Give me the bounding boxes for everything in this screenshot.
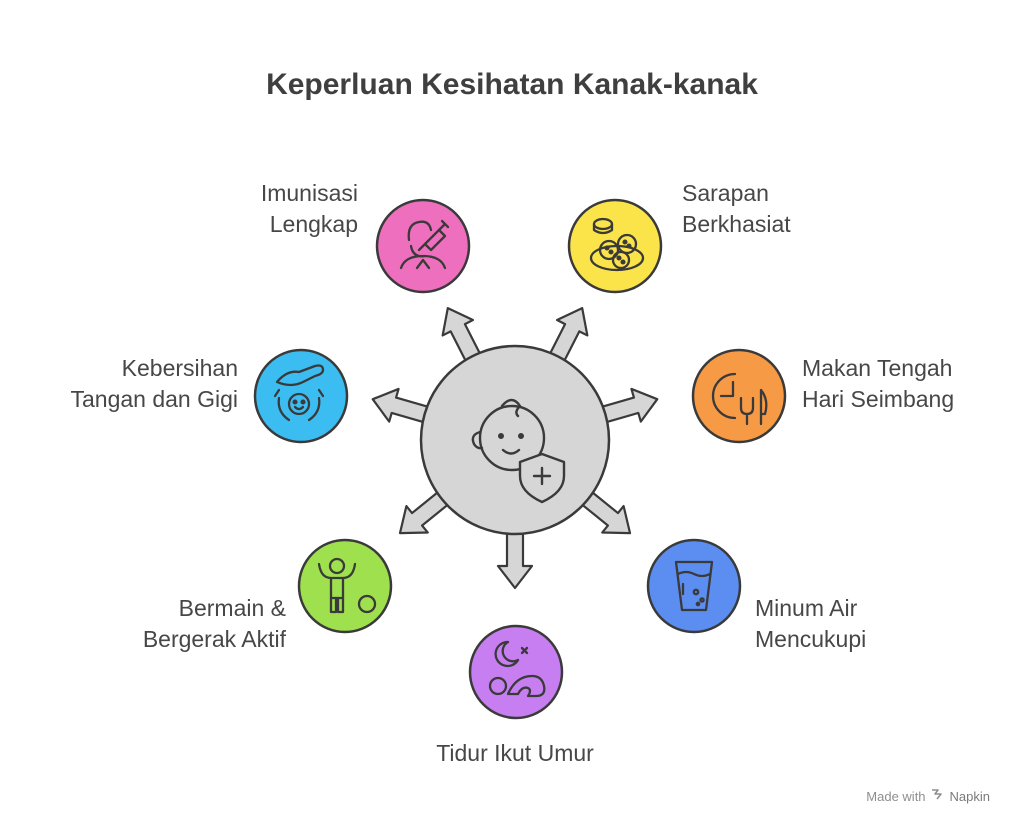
node-circle	[468, 624, 564, 720]
sleeping-child-icon	[488, 640, 546, 698]
label-line: Lengkap	[269, 211, 358, 237]
label-line: Kebersihan	[121, 355, 238, 381]
label-minum-air: Minum Air Mencukupi	[755, 593, 866, 655]
label-bermain: Bermain & Bergerak Aktif	[143, 593, 286, 655]
label-line: Berkhasiat	[682, 211, 791, 237]
label-tidur: Tidur Ikut Umur	[370, 738, 660, 769]
label-line: Minum Air	[755, 595, 858, 621]
watermark-brand: Napkin	[949, 788, 990, 804]
node-circle	[646, 538, 742, 634]
center-hub	[419, 344, 611, 536]
topic-node	[375, 198, 471, 294]
label-kebersihan: Kebersihan Tangan dan Gigi	[70, 353, 238, 415]
topic-node	[691, 348, 787, 444]
child-health-shield-icon	[471, 398, 566, 504]
label-imunisasi: Imunisasi Lengkap	[261, 178, 358, 240]
breakfast-plate-icon	[589, 217, 645, 272]
hand-washing-icon	[273, 364, 325, 422]
label-line: Sarapan	[682, 180, 769, 206]
watermark-prefix: Made with	[866, 788, 926, 804]
label-line: Hari Seimbang	[802, 386, 955, 412]
clock-cutlery-icon	[711, 372, 768, 426]
center-circle	[419, 344, 611, 536]
topic-node	[567, 198, 663, 294]
topic-node	[297, 538, 393, 634]
node-circle	[691, 348, 787, 444]
topic-node	[468, 624, 564, 720]
napkin-watermark: Made with Napkin	[866, 788, 990, 804]
label-line: Bergerak Aktif	[142, 626, 286, 652]
vaccine-syringe-icon	[399, 219, 450, 270]
label-line: Imunisasi	[260, 180, 358, 206]
napkin-logo-icon	[931, 788, 945, 804]
label-makan-tengah-hari: Makan Tengah Hari Seimbang	[802, 353, 954, 415]
topic-node	[646, 538, 742, 634]
label-line: Mencukupi	[755, 626, 867, 652]
node-circle	[253, 348, 349, 444]
label-sarapan: Sarapan Berkhasiat	[682, 178, 791, 240]
label-line: Tidur Ikut Umur	[436, 740, 594, 766]
node-circle	[297, 538, 393, 634]
label-line: Makan Tengah	[802, 355, 953, 381]
label-line: Tangan dan Gigi	[70, 386, 238, 412]
nodes-layer	[253, 198, 787, 720]
diagram-title: Keperluan Kesihatan Kanak-kanak	[266, 68, 758, 101]
label-line: Bermain &	[178, 595, 286, 621]
water-glass-icon	[674, 560, 714, 612]
playing-child-icon	[317, 557, 377, 614]
topic-node	[253, 348, 349, 444]
